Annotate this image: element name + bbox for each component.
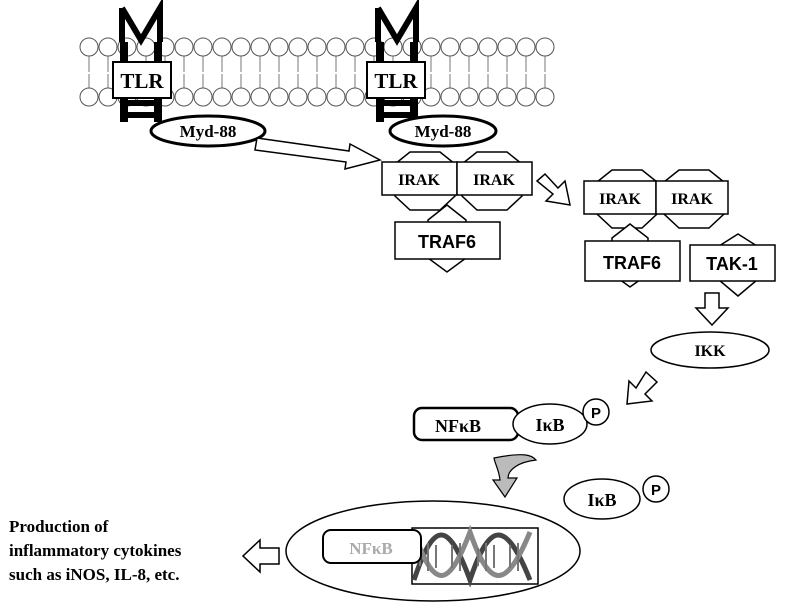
lipid-head [440,37,460,57]
arrow-ikk-to-ikb [626,370,659,405]
lipid-head [193,37,213,57]
irak-box-1a [381,161,458,196]
lipid-head [307,37,327,57]
lipid-head [497,87,517,107]
irak-label-2a: IRAK [599,191,641,208]
lipid-head [174,87,194,107]
lipid-head [535,87,555,107]
lipid-head [79,37,99,57]
nucleus: NFκB [285,500,581,602]
output-line-3: such as iNOS, IL-8, etc. [9,565,179,584]
lipid-head [478,37,498,57]
lipid-head [459,87,479,107]
irak-complex-1: IRAK IRAK [381,151,533,211]
phospho-label-bound: P [591,405,601,422]
lipid-head [326,87,346,107]
lipid-head [193,87,213,107]
phospho-circle-free [642,475,670,503]
lipid-head [288,87,308,107]
myd88-node-2: Myd-88 [388,114,498,148]
lipid-head [98,37,118,57]
irak-label-1a: IRAK [398,172,440,189]
lipid-head [288,37,308,57]
traf6-label-1: TRAF6 [418,232,476,252]
nfkb-label: NFκB [435,416,481,436]
irak-box-1b [456,161,533,196]
myd88-label-1: Myd-88 [180,122,237,141]
lipid-head [478,87,498,107]
arrow-irak-to-irak [535,172,571,206]
curved-release-arrow [491,454,538,499]
lipid-head [174,37,194,57]
lipid-head [307,87,327,107]
tak1-node: TAK-1 [689,233,776,297]
traf6-label-2: TRAF6 [603,253,661,273]
free-ikb: IκB P [563,475,670,520]
lipid-head [269,87,289,107]
ikb-ellipse-free [563,478,641,520]
traf6-box-2 [584,240,681,282]
nfkb-ikb-complex: NFκB IκB P [412,398,610,445]
arrow-nucleus-to-output [241,538,280,574]
nfkb-nucleus-label: NFκB [349,539,392,558]
lipid-head [250,87,270,107]
tlr-label-1: TLR [120,69,164,93]
irak-complex-2: IRAK IRAK [583,169,729,229]
tlr-label-box-2 [366,61,426,99]
lipid-head [79,87,99,107]
traf6-node-1: TRAF6 [394,204,501,273]
lipid-head [231,87,251,107]
irak-label-1b: IRAK [473,172,515,189]
lipid-head [345,87,365,107]
irak-box-2b [655,180,729,215]
lipid-head [212,37,232,57]
tlr-receptor-2: TLR [366,0,426,122]
ikb-label-free: IκB [587,490,616,510]
tlr-receptor-1: TLR [112,0,172,122]
lipid-head [516,87,536,107]
lipid-head [421,37,441,57]
arrow-tak1-to-ikk [694,292,730,327]
traf6-box-1 [394,221,501,260]
arrow-myd88-to-irak [254,137,383,171]
nfkb-nucleus-box [322,529,422,564]
phospho-label-free: P [651,482,661,499]
tlr-label-box-1 [112,61,172,99]
phospho-circle-bound [582,398,610,426]
tak1-label: TAK-1 [706,254,758,274]
lipid-head [535,37,555,57]
lipid-head [212,87,232,107]
ikk-label: IKK [694,343,726,360]
dna-double-helix [411,524,533,588]
traf6-node-2: TRAF6 [584,223,681,288]
ikk-node: IKK [650,331,770,369]
lipid-head [326,37,346,57]
lipid-head [231,37,251,57]
output-line-1: Production of [9,517,109,536]
output-line-2: inflammatory cytokines [9,541,182,560]
lipid-head [440,87,460,107]
lipid-head [459,37,479,57]
lipid-head [250,37,270,57]
tak1-box [689,244,776,282]
tlr-label-2: TLR [374,69,418,93]
myd88-node-1: Myd-88 [149,114,267,148]
lipid-head [345,37,365,57]
irak-box-2a [583,180,657,215]
ikb-label-bound: IκB [535,415,564,435]
lipid-head [497,37,517,57]
lipid-head [516,37,536,57]
irak-label-2b: IRAK [671,191,713,208]
lipid-head [269,37,289,57]
output-text: Production of inflammatory cytokines suc… [9,517,182,584]
ikb-ellipse-bound [512,403,588,445]
myd88-label-2: Myd-88 [415,122,472,141]
